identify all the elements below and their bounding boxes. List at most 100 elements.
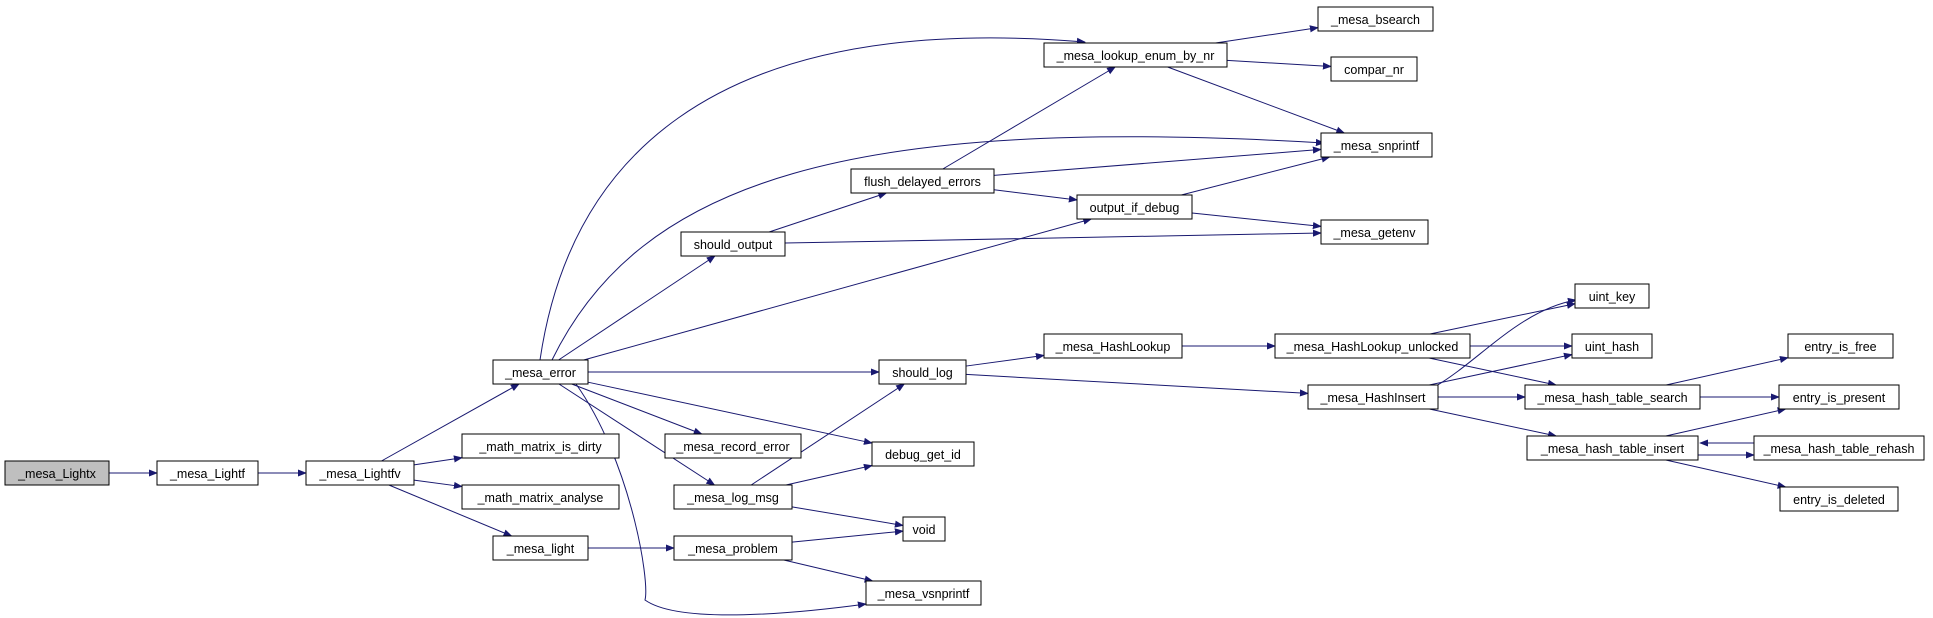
edge-mesa-HashInsert-to-mesa-hash-table-insert (1429, 408, 1558, 438)
node-mesa-vsnprintf[interactable]: _mesa_vsnprintf (865, 580, 982, 606)
node-mesa-problem[interactable]: _mesa_problem (673, 535, 793, 561)
edge-mesa-lookup-enum-by-nr-to-mesa-snprintf (1167, 66, 1346, 134)
node-mesa-Lightx[interactable]: _mesa_Lightx (4, 460, 110, 486)
node-box (1574, 283, 1650, 309)
node-mesa-light[interactable]: _mesa_light (492, 535, 589, 561)
node-mesa-HashInsert[interactable]: _mesa_HashInsert (1307, 384, 1439, 410)
node-label: compar_nr (1344, 63, 1404, 77)
edge-mesa-Lightfv-to-math-matrix-analyse (413, 479, 463, 490)
node-box (1571, 333, 1653, 359)
node-mesa-Lightf[interactable]: _mesa_Lightf (156, 460, 259, 486)
node-box (492, 359, 589, 385)
node-mesa-bsearch[interactable]: _mesa_bsearch (1317, 6, 1434, 32)
node-should-log[interactable]: should_log (878, 359, 967, 385)
node-label: _math_matrix_is_dirty (478, 440, 602, 454)
edge-mesa-log-msg-to-should-log (750, 383, 906, 486)
node-box (902, 516, 946, 542)
edge-mesa-HashInsert-to-uint-key (1435, 297, 1577, 387)
node-label: _mesa_hash_table_search (1536, 391, 1687, 405)
node-box (1076, 194, 1193, 220)
node-uint-hash[interactable]: uint_hash (1571, 333, 1653, 359)
node-label: _mesa_lookup_enum_by_nr (1056, 49, 1215, 63)
edge-mesa-Lightfv-to-mesa-error (381, 383, 520, 462)
node-box (1778, 384, 1900, 410)
node-uint-key[interactable]: uint_key (1574, 283, 1650, 309)
edge-mesa-lookup-enum-by-nr-to-mesa-bsearch (1215, 25, 1319, 44)
edge-mesa-lookup-enum-by-nr-to-compar-nr (1226, 59, 1332, 70)
node-box (1274, 333, 1471, 359)
node-label: _mesa_record_error (675, 440, 789, 454)
edge-mesa-error-to-mesa-record-error (571, 383, 703, 435)
node-label: _mesa_HashLookup_unlocked (1286, 340, 1459, 354)
node-label: output_if_debug (1090, 201, 1180, 215)
node-box (1320, 132, 1433, 158)
node-label: _math_matrix_analyse (477, 491, 604, 505)
node-flush-delayed-errors[interactable]: flush_delayed_errors (850, 168, 995, 194)
node-label: _mesa_HashLookup (1055, 340, 1171, 354)
node-label: _mesa_vsnprintf (877, 587, 970, 601)
edge-mesa-error-to-mesa-snprintf (551, 136, 1325, 361)
node-compar-nr[interactable]: compar_nr (1330, 56, 1418, 82)
node-mesa-hash-table-insert[interactable]: _mesa_hash_table_insert (1526, 435, 1699, 461)
node-box (680, 231, 786, 257)
node-debug-get-id[interactable]: debug_get_id (871, 441, 975, 467)
node-math-matrix-is-dirty[interactable]: _math_matrix_is_dirty (461, 433, 620, 459)
node-label: should_log (892, 366, 953, 380)
node-box (4, 460, 110, 486)
edge-output-if-debug-to-mesa-getenv (1191, 212, 1322, 230)
edge-mesa-problem-to-void (791, 528, 904, 543)
edge-should-log-to-mesa-HashInsert (965, 373, 1309, 397)
node-entry-is-deleted[interactable]: entry_is_deleted (1779, 486, 1899, 512)
node-mesa-HashLookup-unlocked[interactable]: _mesa_HashLookup_unlocked (1274, 333, 1471, 359)
edge-mesa-Lightfv-to-math-matrix-is-dirty (413, 455, 463, 466)
node-label: entry_is_present (1793, 391, 1886, 405)
node-box (871, 441, 975, 467)
node-mesa-error[interactable]: _mesa_error (492, 359, 589, 385)
node-box (673, 535, 793, 561)
node-output-if-debug[interactable]: output_if_debug (1076, 194, 1193, 220)
node-should-output[interactable]: should_output (680, 231, 786, 257)
node-box (673, 484, 793, 510)
edge-mesa-HashInsert-to-uint-hash (1429, 352, 1573, 386)
node-box (1043, 42, 1228, 68)
node-mesa-HashLookup[interactable]: _mesa_HashLookup (1043, 333, 1183, 359)
node-mesa-getenv[interactable]: _mesa_getenv (1320, 219, 1429, 245)
node-mesa-Lightfv[interactable]: _mesa_Lightfv (305, 460, 415, 486)
node-box (1320, 219, 1429, 245)
node-label: uint_hash (1585, 340, 1639, 354)
edge-mesa-Lightfv-to-mesa-light (388, 484, 513, 537)
node-label: _mesa_hash_table_rehash (1763, 442, 1915, 456)
node-math-matrix-analyse[interactable]: _math_matrix_analyse (461, 484, 620, 510)
node-box (664, 433, 802, 459)
node-mesa-log-msg[interactable]: _mesa_log_msg (673, 484, 793, 510)
node-mesa-hash-table-rehash[interactable]: _mesa_hash_table_rehash (1753, 435, 1925, 461)
node-mesa-lookup-enum-by-nr[interactable]: _mesa_lookup_enum_by_nr (1043, 42, 1228, 68)
node-mesa-record-error[interactable]: _mesa_record_error (664, 433, 802, 459)
node-box (1524, 384, 1701, 410)
node-box (1307, 384, 1439, 410)
node-label: _mesa_bsearch (1330, 13, 1420, 27)
node-label: flush_delayed_errors (864, 175, 981, 189)
edge-mesa-error-to-output-if-debug (583, 217, 1093, 361)
node-label: _mesa_problem (687, 542, 778, 556)
edge-should-log-to-mesa-HashLookup (965, 352, 1045, 367)
node-label: uint_key (1589, 290, 1636, 304)
node-label: entry_is_deleted (1793, 493, 1885, 507)
edge-flush-delayed-errors-to-mesa-lookup-enum-by-nr (942, 66, 1116, 170)
node-box (1787, 333, 1894, 359)
edge-output-if-debug-to-mesa-snprintf (1181, 155, 1331, 196)
edge-mesa-error-to-mesa-lookup-enum-by-nr (539, 37, 1086, 361)
node-entry-is-free[interactable]: entry_is_free (1787, 333, 1894, 359)
edges-layer (109, 25, 1789, 616)
node-box (1753, 435, 1925, 461)
node-label: _mesa_HashInsert (1320, 391, 1426, 405)
node-mesa-hash-table-search[interactable]: _mesa_hash_table_search (1524, 384, 1701, 410)
node-box (1330, 56, 1418, 82)
node-void[interactable]: void (902, 516, 946, 542)
node-label: void (913, 523, 936, 537)
node-entry-is-present[interactable]: entry_is_present (1778, 384, 1900, 410)
node-label: _mesa_Lightx (17, 467, 97, 481)
node-label: _mesa_log_msg (686, 491, 779, 505)
node-mesa-snprintf[interactable]: _mesa_snprintf (1320, 132, 1433, 158)
nodes-layer: _mesa_Lightx _mesa_Lightf _mesa_Lightfv _me… (4, 6, 1925, 606)
